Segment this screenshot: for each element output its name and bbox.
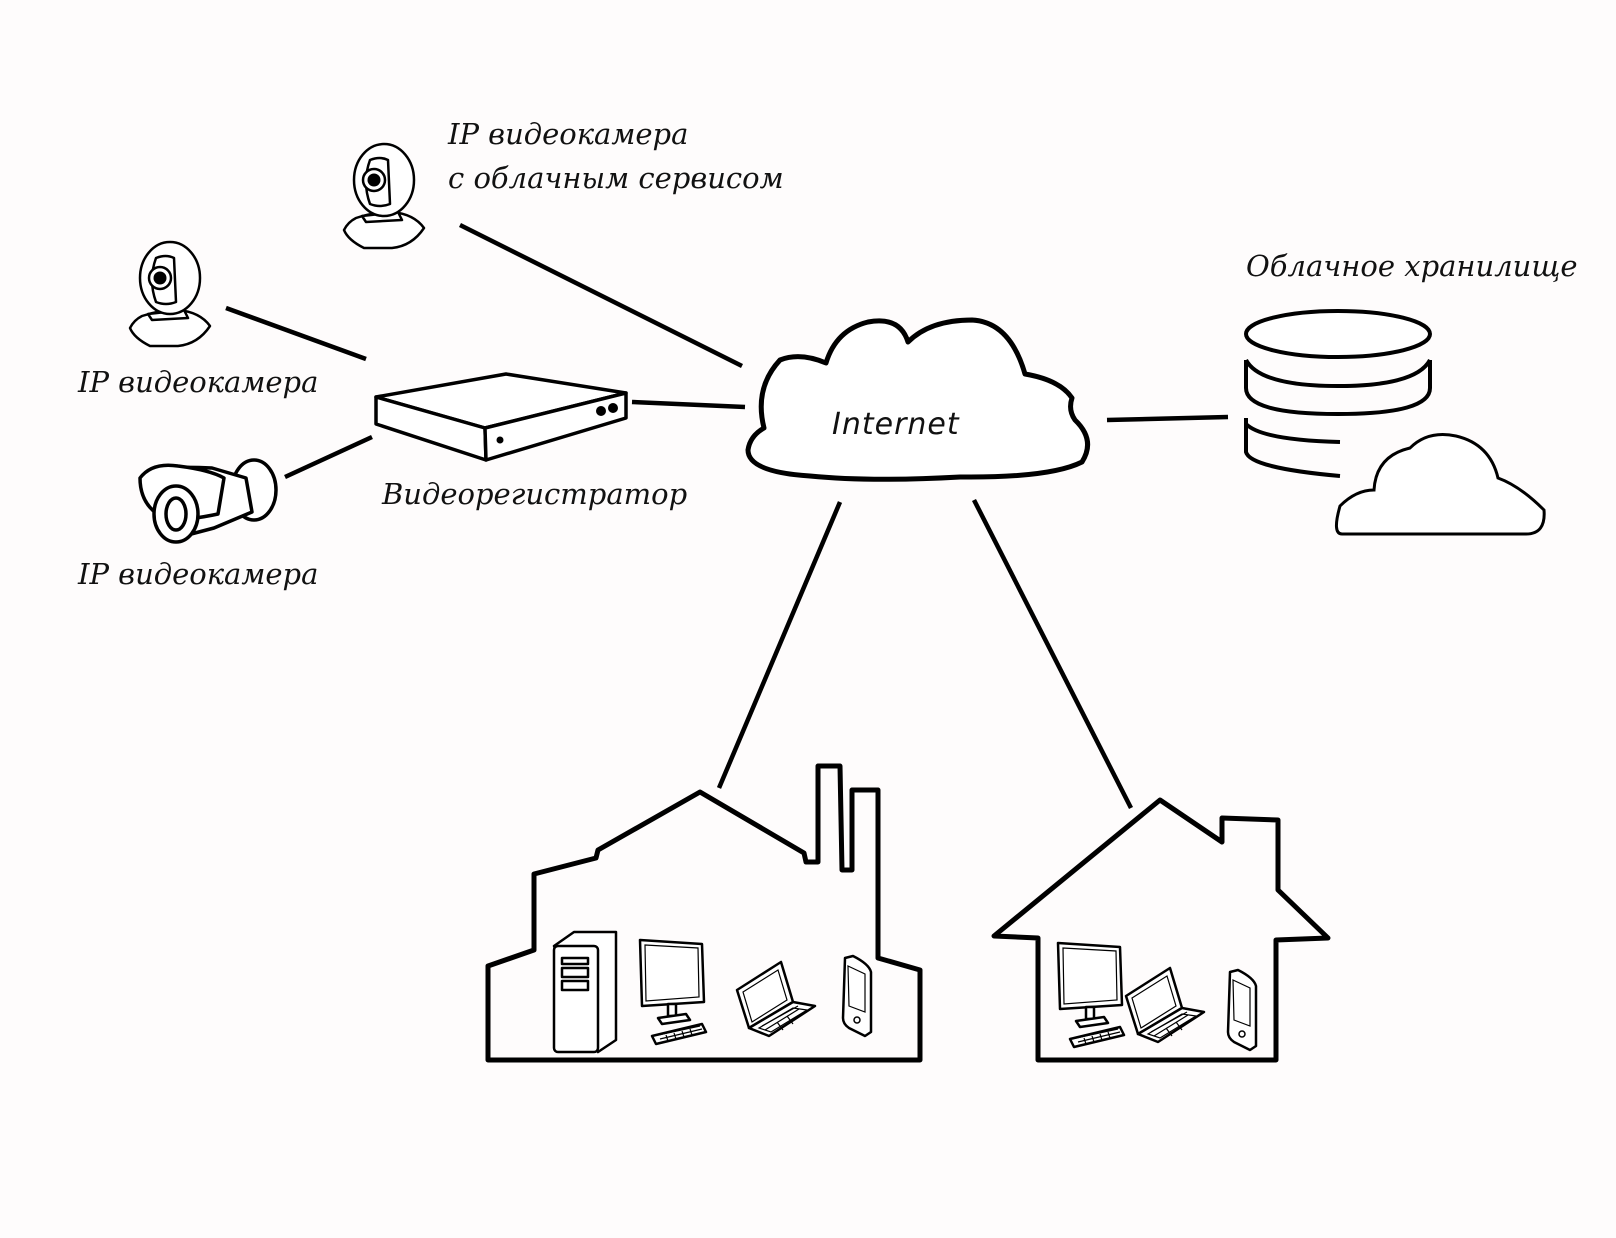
edge-dvr-internet (631, 399, 746, 410)
cloud-camera-label-line2: с облачным сервисом (448, 161, 784, 195)
cloud-camera-node: IP видеокамера с облачным сервисом (342, 117, 784, 250)
laptop-icon (1124, 966, 1206, 1044)
dvr-icon (374, 372, 628, 462)
smartphone-icon (1226, 968, 1258, 1052)
factory-building-icon (485, 763, 923, 1063)
cloud-icon (745, 317, 1091, 482)
edge-internet-home (971, 498, 1134, 810)
home-node (991, 797, 1331, 1063)
cloud-storage-node: Облачное хранилище (1244, 249, 1578, 536)
connections (225, 222, 1229, 810)
house-icon (991, 797, 1331, 1063)
desktop-tower-icon (552, 930, 618, 1054)
edge-cloudcam-internet (458, 222, 744, 369)
dvr-label: Видеорегистратор (381, 477, 687, 511)
ip-camera-2-label: IP видеокамера (77, 557, 318, 591)
ip-camera-1-node: IP видеокамера (77, 240, 318, 399)
cloud-camera-label-line1: IP видеокамера (447, 117, 688, 151)
dvr-node: Видеорегистратор (374, 372, 687, 511)
ip-camera-2-node: IP видеокамера (77, 458, 318, 591)
internet-label: Internet (832, 407, 960, 442)
internet-node: Internet (745, 317, 1091, 482)
edge-internet-storage (1106, 414, 1229, 423)
edge-internet-office (716, 501, 843, 789)
smartphone-icon (841, 954, 873, 1038)
edge-cam2-dvr (284, 434, 373, 480)
office-node (485, 763, 923, 1063)
cloud-storage-label: Облачное хранилище (1246, 249, 1578, 283)
database-cloud-icon (1244, 309, 1546, 536)
webcam-icon (342, 142, 426, 250)
bullet-camera-icon (138, 458, 278, 544)
edge-cam1-dvr (225, 305, 367, 362)
laptop-icon (735, 960, 817, 1038)
webcam-icon (128, 240, 212, 348)
monitor-keyboard-icon (638, 938, 708, 1046)
monitor-keyboard-icon (1056, 941, 1126, 1049)
ip-camera-1-label: IP видеокамера (77, 365, 318, 399)
